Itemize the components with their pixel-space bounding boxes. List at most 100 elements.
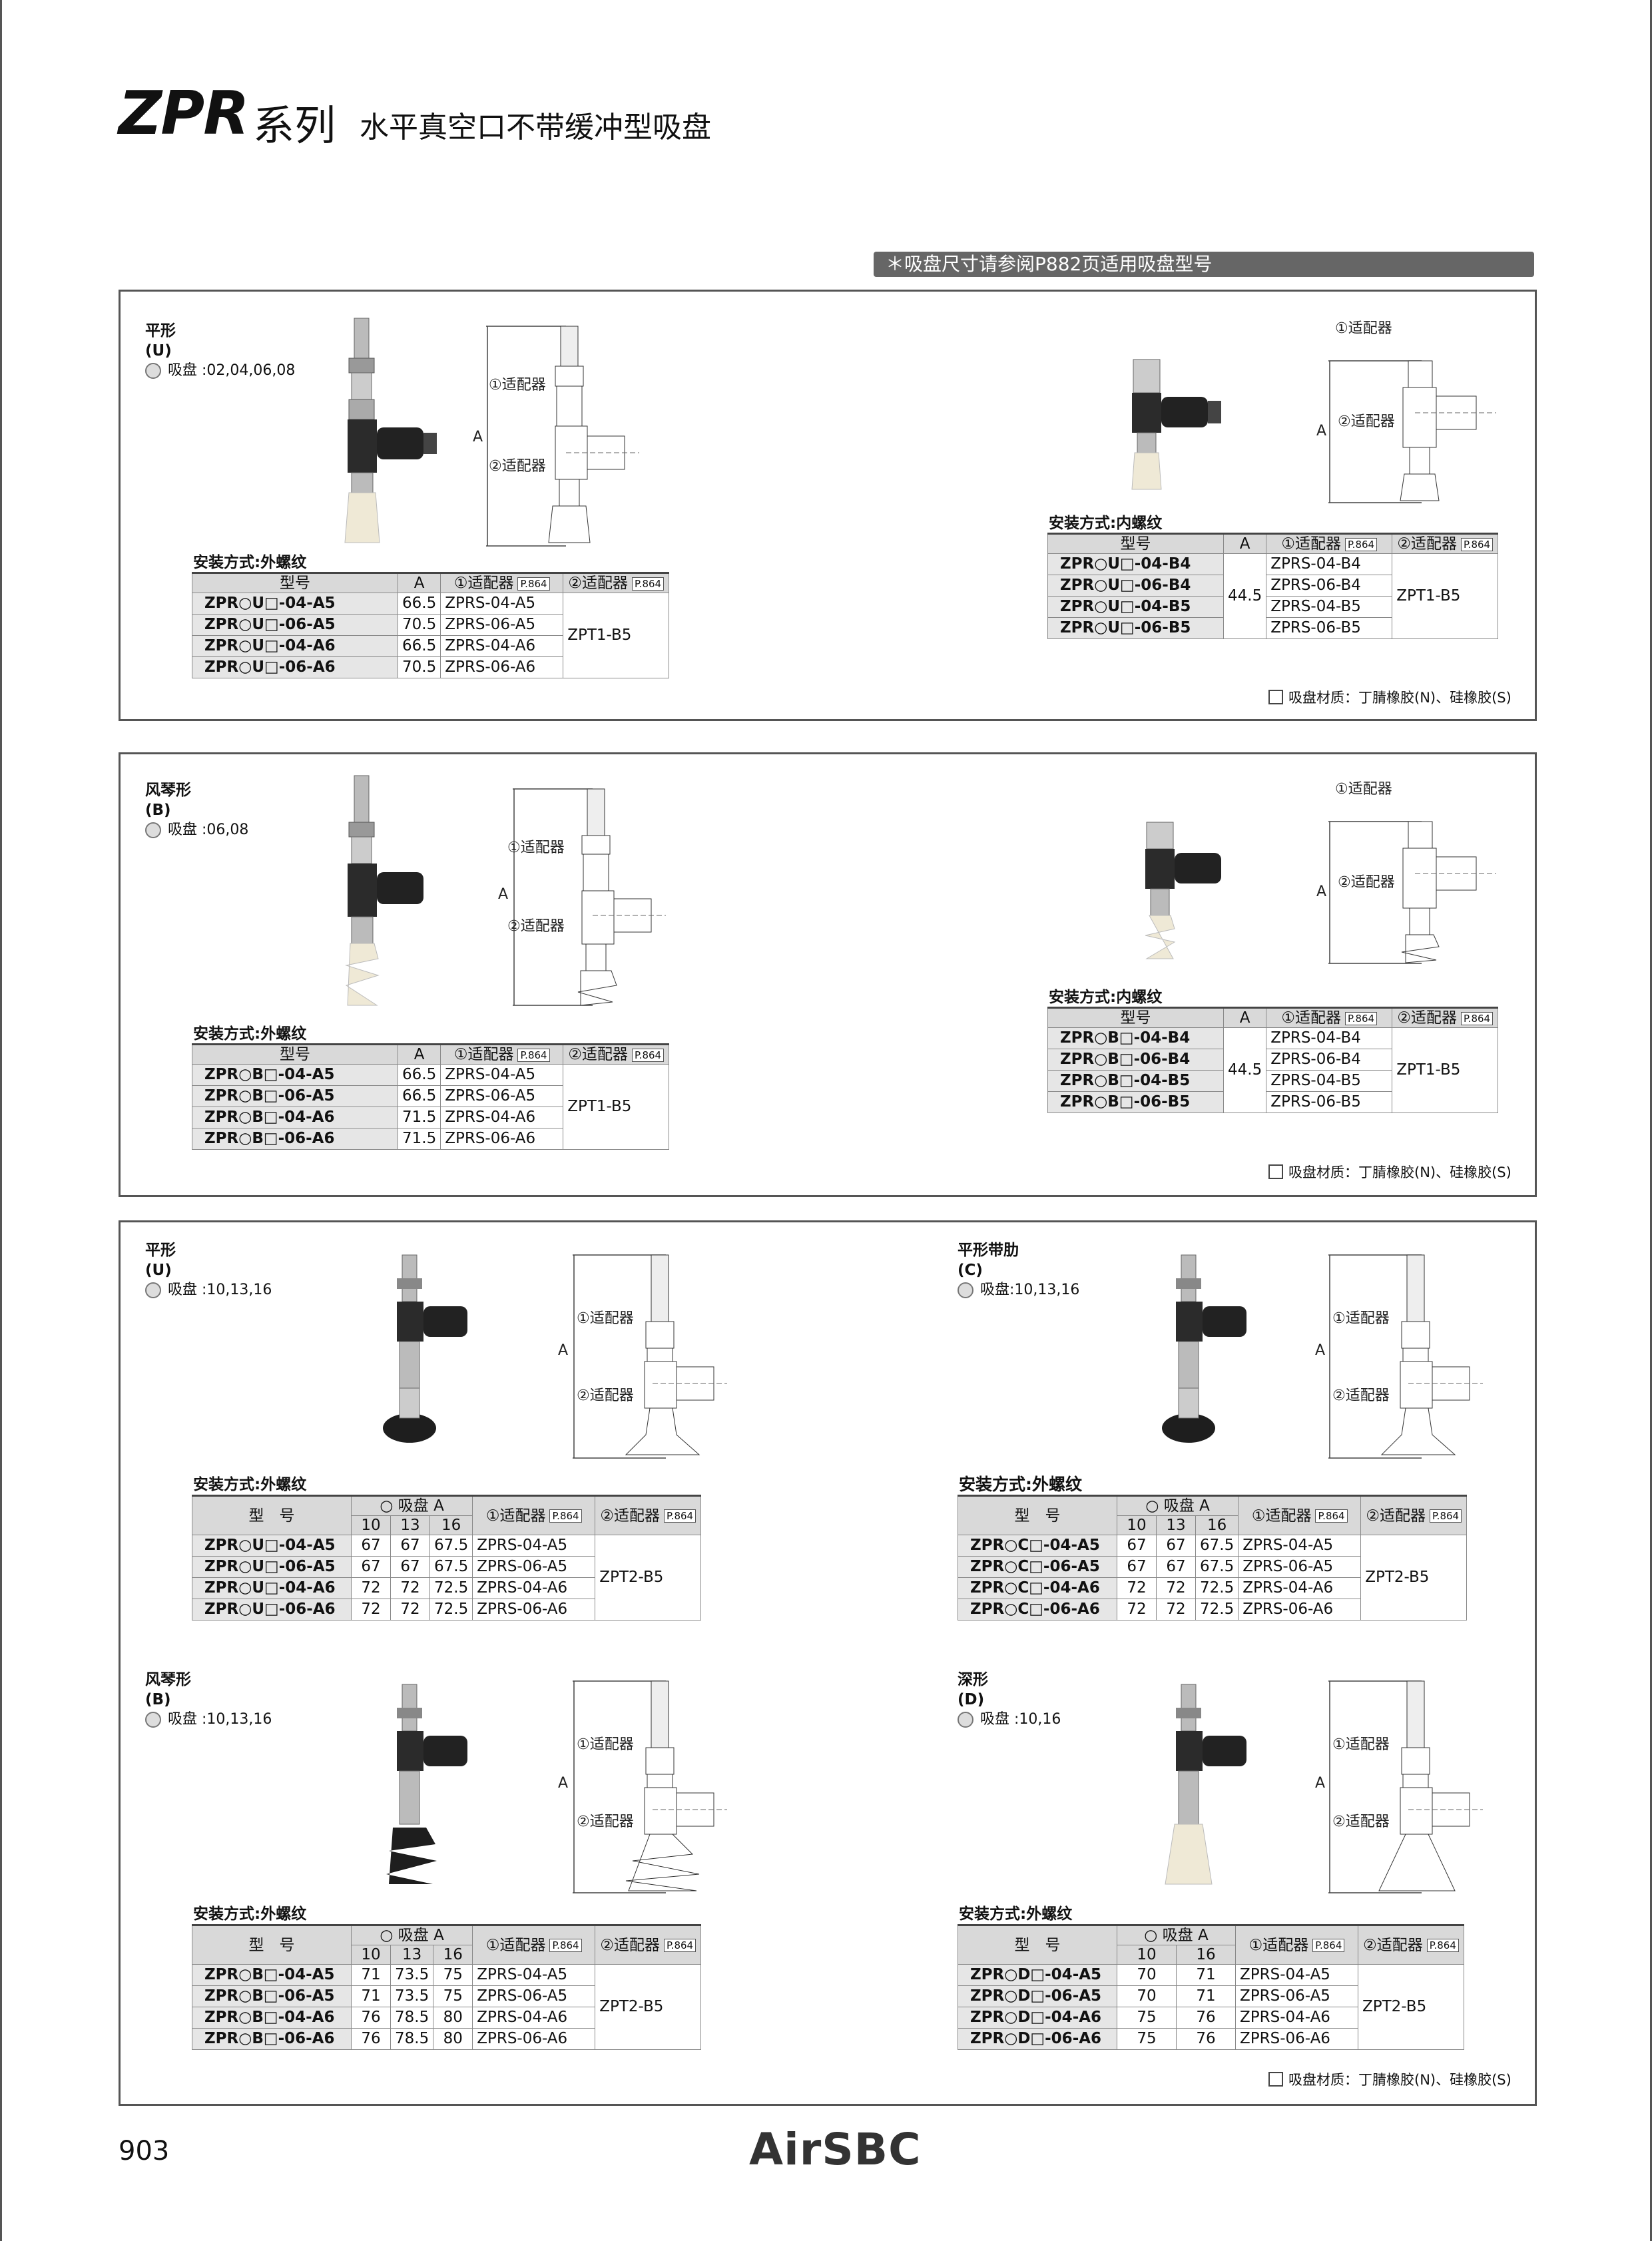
svg-text:①适配器: ①适配器 [1332, 1736, 1390, 1753]
page-edge-left [0, 0, 2, 2241]
table-row: ZPR○U□-06-A6 70.5 ZPRS-06-A6 [192, 656, 669, 678]
radio-icon [145, 1712, 161, 1728]
radio-icon [145, 363, 161, 379]
category-block: 平形 (U) 吸盘 :02,04,06,08 [145, 321, 295, 381]
mounting-label: 安装方式:外螺纹 [193, 1476, 307, 1493]
page-title-series: 系列 [253, 101, 336, 150]
svg-text:A: A [558, 1775, 568, 1792]
svg-text:②适配器: ②适配器 [507, 918, 565, 935]
product-photo [345, 775, 423, 1006]
svg-text:①适配器: ①适配器 [577, 1736, 634, 1753]
svg-text:A: A [1315, 1342, 1325, 1359]
product-photo [383, 1254, 467, 1443]
header-a: A [397, 572, 441, 593]
mounting-label: 安装方式:外螺纹 [193, 1025, 307, 1043]
table-row: ZPR○U□-04-A6 66.5 ZPRS-04-A6 [192, 635, 669, 657]
brand-logo: AirSBC [749, 2124, 922, 2175]
dimension-drawing: ①适配器 A ②适配器 [1316, 781, 1496, 964]
page-title-description: 水平真空口不带缓冲型吸盘 [360, 111, 711, 144]
svg-text:②适配器: ②适配器 [577, 1387, 634, 1404]
dimension-drawing: A ①适配器 ②适配器 [558, 1254, 727, 1459]
svg-text:A: A [473, 429, 483, 445]
svg-text:①适配器: ①适配器 [1335, 781, 1392, 798]
svg-text:A: A [1316, 883, 1326, 900]
category-block: 深形 (D) 吸盘 :10,16 [958, 1671, 1061, 1728]
svg-text:A: A [1316, 423, 1326, 439]
product-photo [1131, 359, 1221, 490]
size-reference-note: ＊吸盘尺寸请参阅P882页适用吸盘型号 [874, 252, 1534, 277]
material-note: 吸盘材质：丁腈橡胶(N)、硅橡胶(S) [1268, 1162, 1512, 1182]
product-photo [1165, 1684, 1246, 1885]
category-block: 平形带肋 (C) 吸盘:10,13,16 [958, 1242, 1080, 1298]
page-number: 903 [119, 2136, 170, 2166]
category-block: 风琴形 (B) 吸盘 :10,13,16 [145, 1671, 272, 1728]
dimension-drawing: A ①适配器 ②适配器 [498, 788, 666, 1006]
svg-text:①适配器: ①适配器 [577, 1310, 634, 1327]
category-name: 平形 [145, 322, 176, 340]
checkbox-icon [1268, 2072, 1283, 2087]
svg-text:①适配器: ①适配器 [1335, 320, 1392, 337]
svg-text:A: A [558, 1342, 568, 1359]
table-row: ZPR○B□-04-A6 71.5 ZPRS-04-A6 [192, 1107, 669, 1128]
mounting-label: 安装方式:外螺纹 [193, 554, 307, 571]
page-edge-right [1650, 0, 1652, 2241]
radio-icon [145, 822, 161, 838]
svg-text:①适配器: ①适配器 [489, 377, 546, 393]
mounting-label: 安装方式:内螺纹 [1049, 515, 1163, 532]
panel-flat-small [119, 290, 1537, 721]
radio-icon [958, 1282, 973, 1298]
table-row: ZPR○B□-06-A5 66.5 ZPRS-06-A5 [192, 1085, 669, 1107]
mounting-label: 安装方式:内螺纹 [1049, 989, 1163, 1006]
svg-text:②适配器: ②适配器 [577, 1814, 634, 1830]
svg-text:②适配器: ②适配器 [489, 458, 546, 475]
category-code: (U) [145, 342, 172, 360]
material-note: 吸盘材质：丁腈橡胶(N)、硅橡胶(S) [1268, 2069, 1512, 2089]
svg-text:①适配器: ①适配器 [507, 840, 565, 856]
table-row: ZPR○U□-04-B4 44.5 ZPRS-04-B4 ZPT1-B5 [1047, 553, 1499, 639]
radio-icon [958, 1712, 973, 1728]
svg-text:②适配器: ②适配器 [1332, 1814, 1390, 1830]
checkbox-icon [1268, 690, 1283, 704]
table-row: ZPR○B□-04-B4 44.5 ZPRS-04-B4 ZPT1-B5 [1047, 1027, 1499, 1113]
svg-text:A: A [1315, 1775, 1325, 1792]
svg-text:②适配器: ②适配器 [1338, 874, 1395, 891]
svg-text:②适配器: ②适配器 [1332, 1387, 1390, 1404]
svg-text:A: A [498, 886, 508, 903]
panel-large-cups [119, 1220, 1537, 2106]
table-row: ZPR○B□-06-A6 71.5 ZPRS-06-A6 [192, 1128, 669, 1150]
dimension-drawing: A ①适配器 ②适配器 [1315, 1254, 1483, 1459]
product-photo [1145, 822, 1221, 959]
category-block: 风琴形 (B) 吸盘 :06,08 [145, 782, 249, 838]
radio-icon [145, 1282, 161, 1298]
svg-text:①适配器: ①适配器 [1332, 1310, 1390, 1327]
table-row: ZPR○U□-06-B5 ZPRS-06-B5 [1047, 617, 1498, 639]
table-row: ZPR○U□-06-A5 70.5 ZPRS-06-A5 [192, 614, 669, 636]
svg-text:②适配器: ②适配器 [1338, 413, 1395, 430]
cup-sizes: 吸盘 :02,04,06,08 [145, 361, 295, 381]
checkbox-icon [1268, 1164, 1283, 1179]
product-photo [386, 1684, 467, 1884]
mounting-label: 安装方式:外螺纹 [959, 1475, 1082, 1494]
mounting-label: 安装方式:外螺纹 [959, 1905, 1073, 1923]
table-row: ZPR○U□-06-B4 ZPRS-06-B4 [1047, 575, 1498, 597]
table-row: ZPR○B□-06-B5 ZPRS-06-B5 [1047, 1091, 1498, 1113]
